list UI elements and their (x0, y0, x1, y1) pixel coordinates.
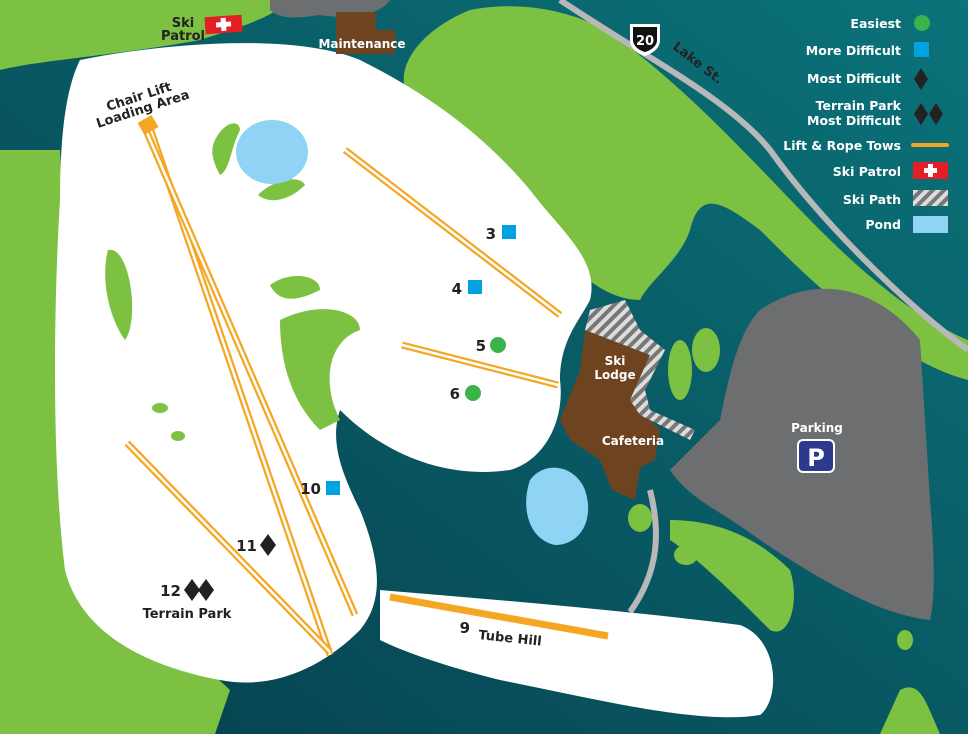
grass-island (897, 630, 913, 650)
chair-lift-loading-area (137, 114, 159, 136)
grass-patch (171, 431, 185, 441)
grass-island (692, 328, 720, 372)
black-diamond-icon (914, 68, 928, 90)
tube-hill-area (380, 590, 774, 718)
highway-number: 20 (636, 34, 654, 49)
maintenance-label: Maintenance (318, 37, 405, 51)
ski-patrol-label: Patrol (161, 29, 205, 44)
run-number: 9 (460, 619, 470, 637)
ski-patrol-cross-icon (913, 162, 948, 179)
black-diamond-icon (184, 579, 200, 601)
parking-sign-icon (797, 439, 835, 473)
ski-patrol-marker (204, 14, 243, 35)
lift-lines (124, 114, 609, 657)
parking-sign-letter: P (807, 444, 825, 472)
green-circle-icon (465, 385, 481, 401)
legend-label: Most Difficult (807, 71, 901, 86)
run-number: 11 (236, 537, 257, 555)
blue-square-icon (468, 280, 482, 294)
terrain-park-label: Terrain Park (143, 607, 232, 622)
legend-label: Ski Patrol (833, 164, 901, 179)
legend-label: More Difficult (806, 43, 901, 58)
pond (236, 120, 308, 184)
black-diamond-icon (929, 103, 943, 125)
maintenance-building (336, 12, 395, 54)
tube-hill-tow (389, 593, 609, 640)
run-number: 4 (452, 280, 462, 298)
run-number: 10 (300, 480, 321, 498)
green-circle-icon (914, 15, 930, 31)
legend-label: Easiest (850, 16, 901, 31)
blue-square-icon (914, 42, 929, 57)
pond (526, 467, 589, 545)
access-road (627, 489, 659, 614)
grass-patch (212, 123, 240, 175)
legend-label: Most Difficult (807, 113, 901, 128)
black-diamond-icon (914, 103, 928, 125)
pond-icon (913, 216, 948, 233)
run-number: 3 (486, 225, 496, 243)
grass-island (674, 545, 698, 565)
ski-lodge-label: Ski (605, 354, 626, 368)
grass-island (628, 504, 652, 532)
grass-island (668, 340, 692, 400)
blue-square-icon (326, 481, 340, 495)
grass-patch (270, 275, 320, 299)
ski-lodge-label: Lodge (594, 368, 635, 382)
tube-hill-label: Tube Hill (478, 628, 543, 650)
grass-patch (105, 249, 133, 340)
parking-label: Parking (791, 421, 843, 435)
run-number: 12 (160, 582, 181, 600)
ski-path (585, 300, 695, 440)
ski-patrol-label: Ski (172, 16, 194, 31)
grass-patch (152, 403, 168, 413)
black-diamond-icon (260, 534, 276, 556)
legend-label: Lift & Rope Tows (783, 138, 901, 153)
ski-path-hatch-icon (913, 190, 948, 206)
legend-label: Ski Path (843, 192, 901, 207)
grass-north-shore (403, 6, 968, 380)
green-circle-icon (490, 337, 506, 353)
grass-patch (258, 179, 305, 201)
run-number: 5 (476, 337, 486, 355)
legend-label: Pond (865, 217, 901, 232)
grass-island (880, 687, 940, 734)
legend: Easiest More Difficult Most Difficult Te… (783, 15, 949, 233)
legend-label: Terrain Park (816, 98, 902, 113)
black-diamond-icon (198, 579, 214, 601)
cafeteria-label: Cafeteria (602, 434, 664, 448)
blue-square-icon (502, 225, 516, 239)
ski-lodge-building (560, 330, 660, 500)
grass-right-bottom (670, 520, 794, 632)
grass-patch (280, 309, 360, 430)
run-number: 6 (450, 385, 460, 403)
